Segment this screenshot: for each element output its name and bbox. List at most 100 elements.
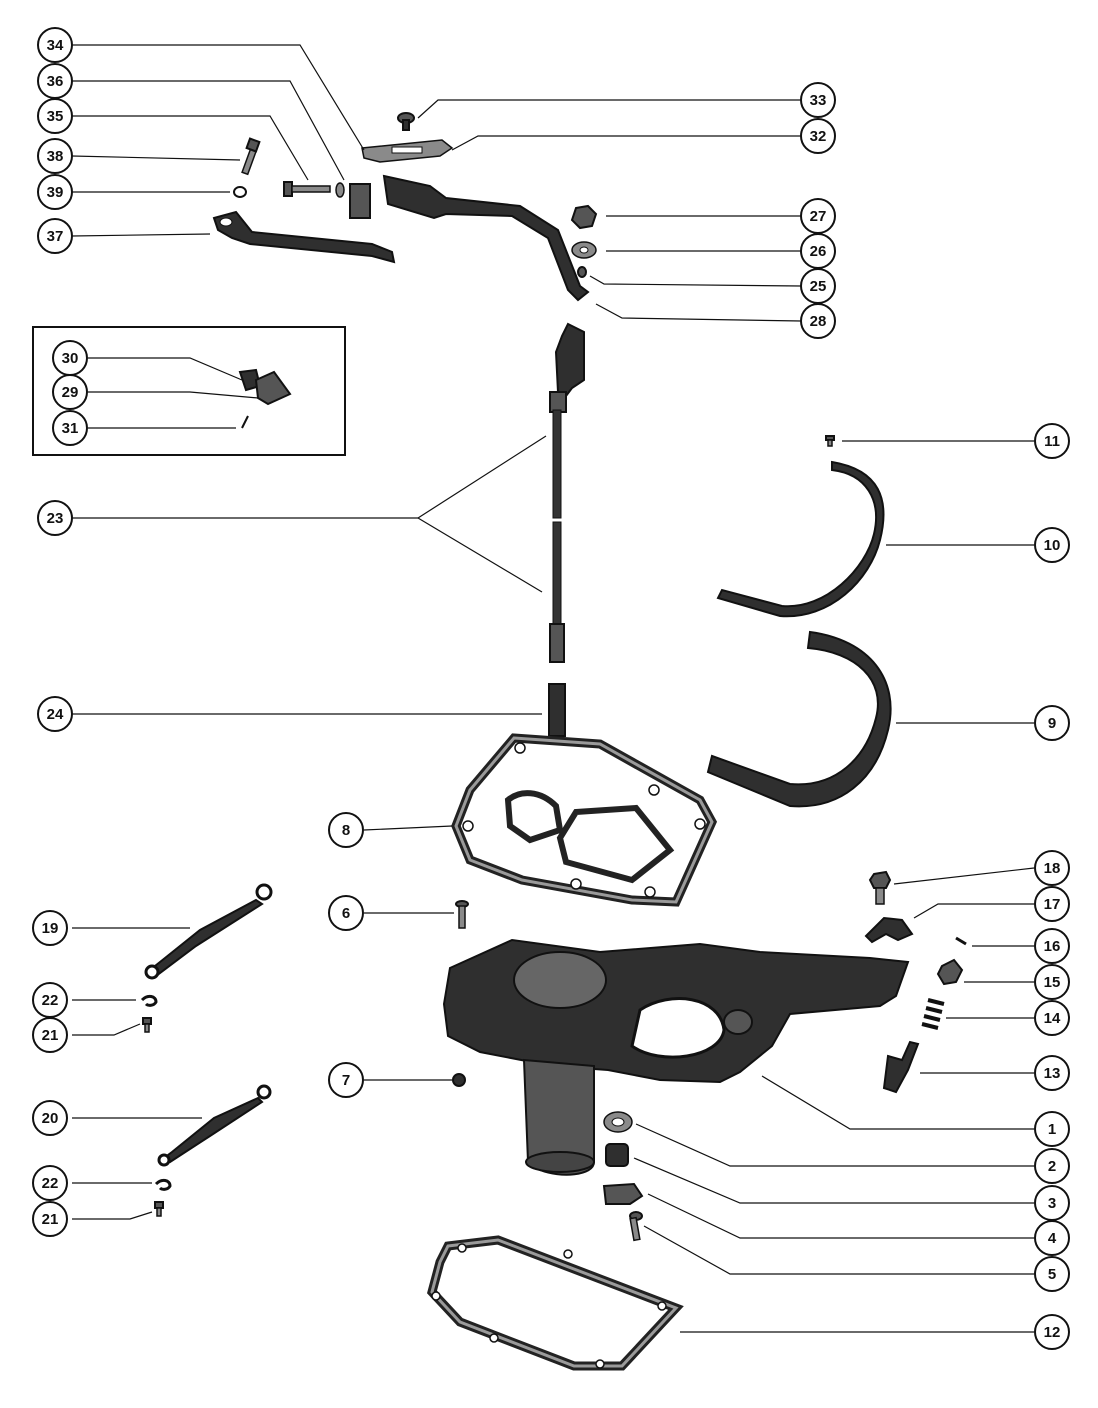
svg-text:7: 7 (342, 1072, 350, 1089)
part-4-clamp (602, 1182, 644, 1205)
svg-text:24: 24 (47, 706, 64, 723)
part-7-plug (452, 1073, 466, 1087)
callout-35: 35 (37, 98, 73, 134)
part-20-link (157, 1084, 272, 1167)
part-19-link (144, 883, 273, 980)
part-36-washer (335, 182, 345, 198)
svg-text:32: 32 (810, 128, 827, 145)
part-34-block (349, 183, 371, 219)
part-22-clip-lower (154, 1178, 172, 1191)
svg-text:27: 27 (810, 208, 827, 225)
inset-box (32, 326, 346, 456)
part-33-screw (397, 112, 415, 131)
callout-11: 11 (1034, 423, 1070, 459)
svg-text:18: 18 (1044, 860, 1061, 877)
callout-23: 23 (37, 500, 73, 536)
svg-text:37: 37 (47, 228, 64, 245)
svg-text:34: 34 (47, 37, 64, 54)
part-12-gasket (427, 1235, 684, 1371)
svg-text:12: 12 (1044, 1324, 1061, 1341)
svg-text:9: 9 (1048, 715, 1056, 732)
parts-illustrations (140, 112, 967, 1371)
callout-38: 38 (37, 138, 73, 174)
svg-text:16: 16 (1044, 938, 1061, 955)
part-37-link (212, 210, 396, 264)
part-18-bolt (868, 870, 892, 905)
svg-text:21: 21 (42, 1211, 59, 1228)
part-21-screw-upper (142, 1017, 152, 1033)
part-10-seal (716, 460, 885, 618)
callout-36: 36 (37, 63, 73, 99)
callout-30: 30 (52, 340, 88, 376)
svg-text:10: 10 (1044, 537, 1061, 554)
callout-22-lower: 22 (32, 1165, 68, 1201)
svg-text:33: 33 (810, 92, 827, 109)
svg-text:6: 6 (342, 905, 350, 922)
callout-3: 3 (1034, 1185, 1070, 1221)
callout-34: 34 (37, 27, 73, 63)
svg-text:22: 22 (42, 1175, 59, 1192)
callout-16: 16 (1034, 928, 1070, 964)
part-23-shaft-upper (554, 322, 585, 398)
svg-text:1: 1 (1048, 1121, 1056, 1138)
svg-text:8: 8 (342, 822, 350, 839)
svg-text:26: 26 (810, 243, 827, 260)
svg-text:39: 39 (47, 184, 64, 201)
callout-21-upper: 21 (32, 1017, 68, 1053)
svg-text:22: 22 (42, 992, 59, 1009)
callout-29: 29 (52, 374, 88, 410)
part-14-spring (921, 998, 945, 1030)
callout-37: 37 (37, 218, 73, 254)
callout-14: 14 (1034, 1000, 1070, 1036)
callout-13: 13 (1034, 1055, 1070, 1091)
callout-4: 4 (1034, 1220, 1070, 1256)
part-38-bolt (241, 137, 261, 176)
svg-text:5: 5 (1048, 1266, 1056, 1283)
part-17-bracket (864, 916, 914, 944)
callout-9: 9 (1034, 705, 1070, 741)
callout-12: 12 (1034, 1314, 1070, 1350)
svg-text:25: 25 (810, 278, 827, 295)
callout-27: 27 (800, 198, 836, 234)
part-27-nut (570, 204, 598, 230)
part-9-seal (706, 630, 892, 808)
part-15-nut (936, 958, 964, 986)
svg-text:13: 13 (1044, 1065, 1061, 1082)
svg-text:36: 36 (47, 73, 64, 90)
callouts: 34 36 35 38 39 37 33 32 27 26 25 28 30 2… (32, 27, 1070, 1350)
callout-17: 17 (1034, 886, 1070, 922)
svg-text:17: 17 (1044, 896, 1061, 913)
callout-2: 2 (1034, 1148, 1070, 1184)
callout-6: 6 (328, 895, 364, 931)
part-5-screw (629, 1211, 643, 1242)
svg-text:3: 3 (1048, 1195, 1056, 1212)
callout-5: 5 (1034, 1256, 1070, 1292)
part-11-screw (825, 435, 835, 447)
svg-text:35: 35 (47, 108, 64, 125)
svg-text:19: 19 (42, 920, 59, 937)
callout-15: 15 (1034, 964, 1070, 1000)
part-28-shift-lever (382, 174, 590, 302)
part-39-washer (233, 186, 247, 198)
part-25-spacer (577, 266, 587, 278)
svg-text:14: 14 (1044, 1010, 1061, 1027)
callout-39: 39 (37, 174, 73, 210)
part-1-housing (442, 938, 910, 1176)
callout-24: 24 (37, 696, 73, 732)
callout-25: 25 (800, 268, 836, 304)
callout-21-lower: 21 (32, 1201, 68, 1237)
callout-18: 18 (1034, 850, 1070, 886)
part-29-cam (254, 370, 292, 406)
callout-22-upper: 22 (32, 982, 68, 1018)
svg-text:38: 38 (47, 148, 64, 165)
svg-text:11: 11 (1044, 433, 1060, 450)
part-6-bolt (455, 900, 469, 929)
svg-text:28: 28 (810, 313, 827, 330)
callout-28: 28 (800, 303, 836, 339)
svg-text:23: 23 (47, 510, 64, 527)
svg-text:31: 31 (62, 420, 79, 437)
svg-text:29: 29 (62, 384, 79, 401)
callout-33: 33 (800, 82, 836, 118)
callout-26: 26 (800, 233, 836, 269)
